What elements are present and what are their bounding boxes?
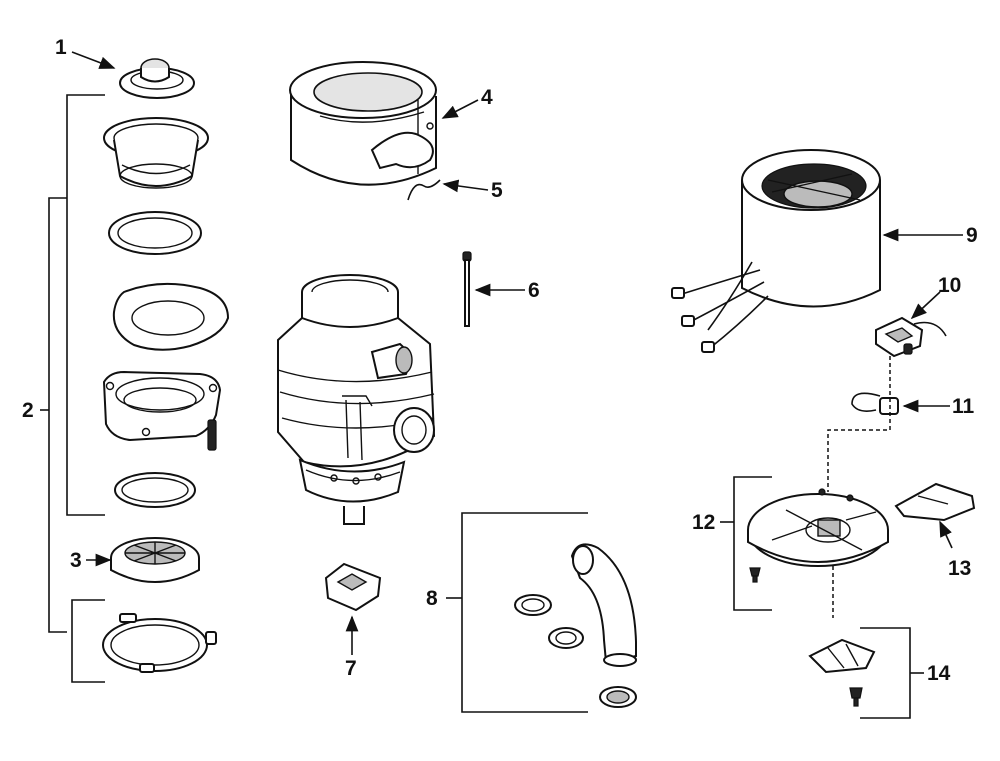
callout-6: 6 bbox=[528, 279, 540, 302]
discharge-tube-part-8 bbox=[514, 543, 637, 708]
callout-3: 3 bbox=[70, 549, 82, 572]
switch-part-10 bbox=[875, 316, 947, 358]
backup-ring-part bbox=[112, 282, 230, 351]
splash-baffle-part-3 bbox=[110, 537, 200, 583]
callout-4: 4 bbox=[481, 86, 493, 109]
stopper-part-1 bbox=[119, 58, 195, 99]
sink-flange-part bbox=[103, 117, 209, 189]
callout-13: 13 bbox=[948, 557, 971, 580]
callout-5: 5 bbox=[491, 179, 503, 202]
gasket-ring-part bbox=[108, 211, 202, 255]
cord-connector-part-7 bbox=[324, 562, 382, 612]
callout-7: 7 bbox=[345, 657, 357, 680]
mounting-ring-part bbox=[102, 370, 222, 451]
bracket-snap-ring bbox=[71, 599, 105, 683]
disposer-body-part bbox=[277, 274, 436, 525]
callout-12: 12 bbox=[692, 511, 715, 534]
bracket-12 bbox=[720, 476, 772, 611]
leader-lines bbox=[71, 51, 963, 655]
motor-stator-part-9 bbox=[671, 149, 881, 353]
retaining-clip-part-5 bbox=[407, 179, 441, 201]
overload-part-11 bbox=[827, 356, 899, 492]
callout-8: 8 bbox=[426, 587, 438, 610]
shield-part-13 bbox=[894, 482, 976, 522]
bracket-2 bbox=[40, 94, 105, 633]
callout-2: 2 bbox=[22, 399, 34, 422]
sound-shield-part-4 bbox=[289, 61, 437, 186]
callout-1: 1 bbox=[55, 36, 67, 59]
callout-11: 11 bbox=[952, 395, 975, 418]
callout-9: 9 bbox=[966, 224, 978, 247]
bolt-part-6 bbox=[462, 251, 472, 327]
o-ring-part bbox=[114, 472, 196, 508]
callout-14: 14 bbox=[927, 662, 951, 685]
bracket-14 bbox=[860, 627, 924, 719]
snap-ring-part bbox=[102, 613, 217, 673]
callout-10: 10 bbox=[938, 274, 961, 297]
base-plate-part-12 bbox=[747, 488, 889, 618]
bracket-8 bbox=[446, 512, 588, 713]
cover-plate-part-14 bbox=[808, 638, 876, 707]
